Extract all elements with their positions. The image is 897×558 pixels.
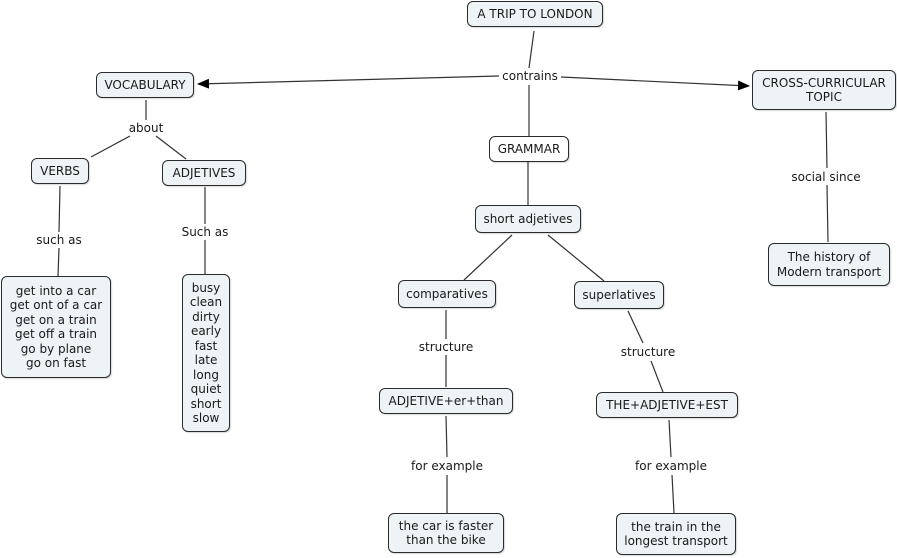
- node-a-trip-to-london[interactable]: A TRIP TO LONDON: [467, 1, 603, 27]
- edge-about-verbs: [90, 135, 131, 158]
- node-text: CROSS-CURRICULAR TOPIC: [762, 75, 886, 105]
- edge-short-superlatives: [547, 234, 605, 282]
- link-label-about[interactable]: about: [126, 121, 166, 135]
- node-short-adjetives[interactable]: short adjetives: [475, 205, 581, 233]
- node-vocabulary[interactable]: VOCABULARY: [96, 72, 194, 98]
- node-verb-examples[interactable]: get into a car get ont of a car get on a…: [1, 276, 111, 378]
- link-label-social-since[interactable]: social since: [789, 170, 863, 184]
- node-text: ADJETIVE+er+than: [388, 393, 504, 408]
- node-text: The history of Modern transport: [776, 250, 882, 279]
- link-label-comp-structure[interactable]: structure: [416, 340, 476, 354]
- node-verbs[interactable]: VERBS: [31, 158, 89, 184]
- link-label-comp-for-example[interactable]: for example: [409, 459, 485, 473]
- node-text: GRAMMAR: [497, 141, 561, 156]
- edge-social-history: [826, 184, 829, 243]
- node-text: superlatives: [582, 287, 656, 302]
- edge-superlatives-structure: [627, 310, 644, 344]
- edge-contrains-vocabulary: [197, 75, 500, 89]
- edge-root-contrains: [528, 30, 535, 69]
- node-text: get into a car get ont of a car get on a…: [9, 283, 103, 371]
- edge-cross-social: [825, 111, 828, 169]
- node-text: THE+ADJETIVE+EST: [606, 397, 728, 412]
- edge-structure-theest: [650, 360, 664, 393]
- node-text: comparatives: [406, 286, 488, 301]
- node-history-modern-transport[interactable]: The history of Modern transport: [768, 243, 890, 286]
- node-adjective-examples[interactable]: busy clean dirty early fast late long qu…: [182, 274, 230, 432]
- node-text: busy clean dirty early fast late long qu…: [189, 280, 223, 426]
- edge-adjer-forexample: [445, 415, 448, 458]
- node-text: the car is faster than the bike: [398, 518, 494, 548]
- link-label-sup-for-example[interactable]: for example: [633, 459, 709, 473]
- node-text: VERBS: [40, 163, 80, 178]
- edge-contrains-cross: [560, 76, 750, 91]
- node-adjetives[interactable]: ADJETIVES: [162, 160, 246, 186]
- node-comparatives[interactable]: comparatives: [398, 280, 496, 308]
- node-text: short adjetives: [483, 211, 573, 226]
- link-label-adj-such-as[interactable]: Such as: [179, 225, 231, 239]
- link-label-sup-structure[interactable]: structure: [618, 345, 678, 359]
- node-cross-curricular-topic[interactable]: CROSS-CURRICULAR TOPIC: [752, 70, 896, 110]
- edge-about-adjetives: [155, 135, 187, 160]
- node-text: the train in the longest transport: [624, 519, 728, 549]
- node-grammar[interactable]: GRAMMAR: [489, 136, 569, 162]
- node-car-example[interactable]: the car is faster than the bike: [388, 513, 504, 553]
- edge-theest-forexample: [668, 419, 672, 458]
- edge-suchas-verbexamples: [57, 247, 60, 277]
- edge-short-comparatives: [463, 234, 513, 281]
- node-train-example[interactable]: the train in the longest transport: [616, 513, 736, 555]
- edge-forexample-trainexample: [671, 474, 675, 514]
- node-text: VOCABULARY: [104, 77, 186, 92]
- node-superlatives[interactable]: superlatives: [574, 281, 664, 309]
- link-label-contrains[interactable]: contrains: [500, 69, 560, 83]
- node-adjetive-er-than[interactable]: ADJETIVE+er+than: [379, 388, 513, 414]
- edge-verbs-suchas: [58, 185, 61, 233]
- node-the-adjetive-est[interactable]: THE+ADJETIVE+EST: [596, 392, 738, 418]
- node-text: ADJETIVES: [172, 165, 236, 180]
- node-text: A TRIP TO LONDON: [477, 6, 593, 21]
- link-label-verbs-such-as[interactable]: such as: [34, 233, 84, 247]
